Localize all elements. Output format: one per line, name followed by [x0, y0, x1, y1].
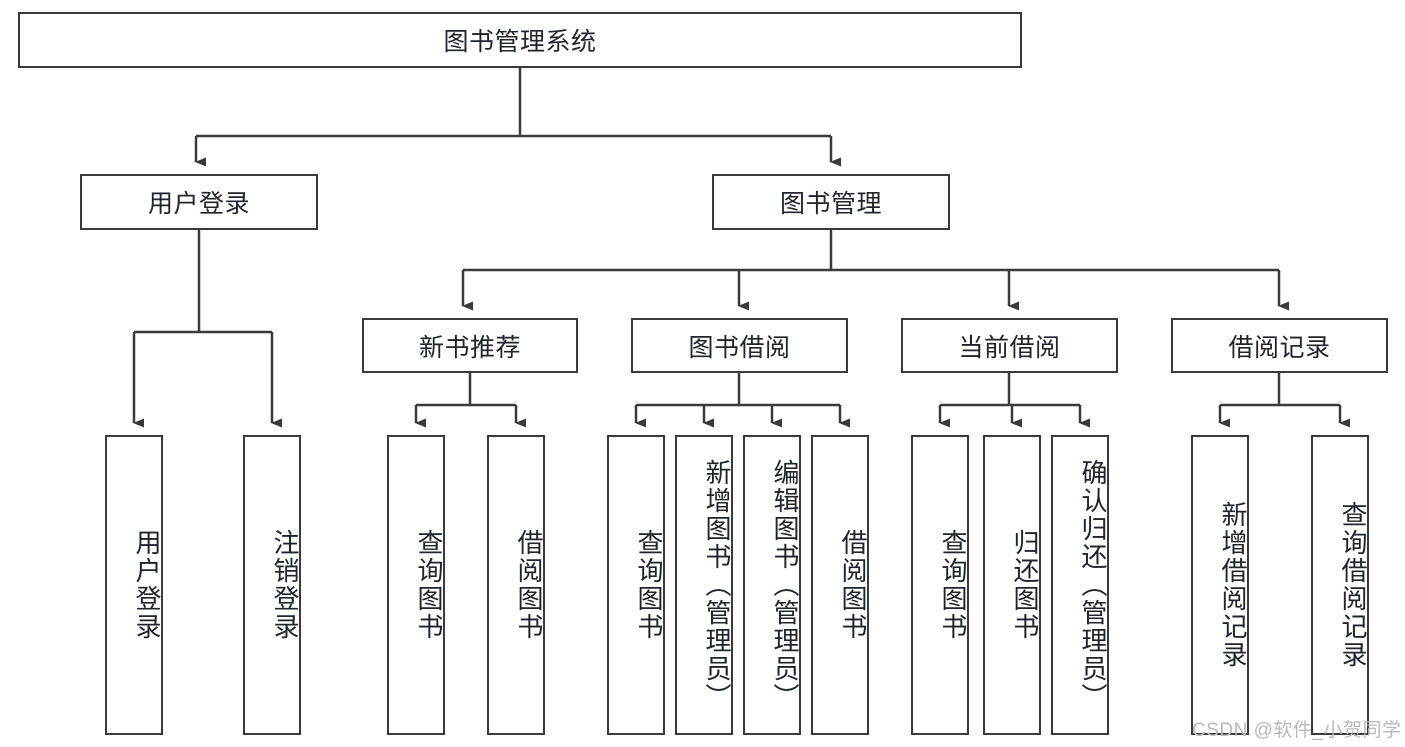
node-borrow-book-action-label: 借阅图书 — [838, 529, 868, 641]
csdn-watermark: CSDN @软件_小贺同学 — [1192, 720, 1402, 741]
node-borrow-books-rec-label: 借阅图书 — [514, 529, 544, 641]
node-borrow-books-rec[interactable]: 借阅图书 — [487, 435, 545, 735]
node-book-management[interactable]: 图书管理 — [712, 174, 950, 230]
node-user-login-label: 用户登录 — [147, 190, 250, 218]
node-user-login-action[interactable]: 用户登录 — [105, 435, 163, 735]
node-borrow-book-action[interactable]: 借阅图书 — [811, 435, 869, 735]
node-user-login-action-label: 用户登录 — [132, 529, 162, 641]
node-add-borrow-record-label: 新增借阅记录 — [1218, 501, 1248, 669]
node-query-borrow-record[interactable]: 查询借阅记录 — [1311, 435, 1369, 735]
node-new-book-recommend[interactable]: 新书推荐 — [362, 318, 578, 373]
node-user-logout-action[interactable]: 注销登录 — [243, 435, 301, 735]
node-borrow-record-label: 借阅记录 — [1228, 333, 1331, 362]
node-add-book-admin[interactable]: 新增图书（管理员） — [675, 435, 733, 735]
node-query-books-rec[interactable]: 查询图书 — [387, 435, 445, 735]
node-current-borrow[interactable]: 当前借阅 — [901, 318, 1118, 373]
node-query-books-borrow-label: 查询图书 — [634, 529, 664, 641]
node-confirm-return-admin[interactable]: 确认归还（管理员） — [1051, 435, 1109, 735]
node-new-book-recommend-label: 新书推荐 — [418, 333, 521, 362]
node-confirm-return-admin-label: 确认归还（管理员） — [1078, 459, 1108, 711]
node-return-book[interactable]: 归还图书 — [983, 435, 1041, 735]
node-return-book-label: 归还图书 — [1010, 529, 1040, 641]
node-book-borrow-label: 图书借阅 — [688, 333, 791, 362]
node-user-login[interactable]: 用户登录 — [80, 174, 318, 230]
node-book-borrow[interactable]: 图书借阅 — [631, 318, 848, 373]
node-book-management-label: 图书管理 — [779, 190, 882, 218]
node-edit-book-admin-label: 编辑图书（管理员） — [770, 459, 800, 711]
node-query-books-current-label: 查询图书 — [938, 529, 968, 641]
node-query-books-borrow[interactable]: 查询图书 — [607, 435, 665, 735]
node-current-borrow-label: 当前借阅 — [958, 333, 1061, 362]
node-query-books-current[interactable]: 查询图书 — [911, 435, 969, 735]
node-add-book-admin-label: 新增图书（管理员） — [702, 459, 732, 711]
node-edit-book-admin[interactable]: 编辑图书（管理员） — [743, 435, 801, 735]
node-root-label: 图书管理系统 — [443, 28, 597, 56]
node-user-logout-action-label: 注销登录 — [270, 529, 300, 641]
node-query-borrow-record-label: 查询借阅记录 — [1338, 501, 1368, 669]
node-root[interactable]: 图书管理系统 — [18, 12, 1022, 68]
node-borrow-record[interactable]: 借阅记录 — [1171, 318, 1388, 373]
node-add-borrow-record[interactable]: 新增借阅记录 — [1191, 435, 1249, 735]
node-query-books-rec-label: 查询图书 — [414, 529, 444, 641]
